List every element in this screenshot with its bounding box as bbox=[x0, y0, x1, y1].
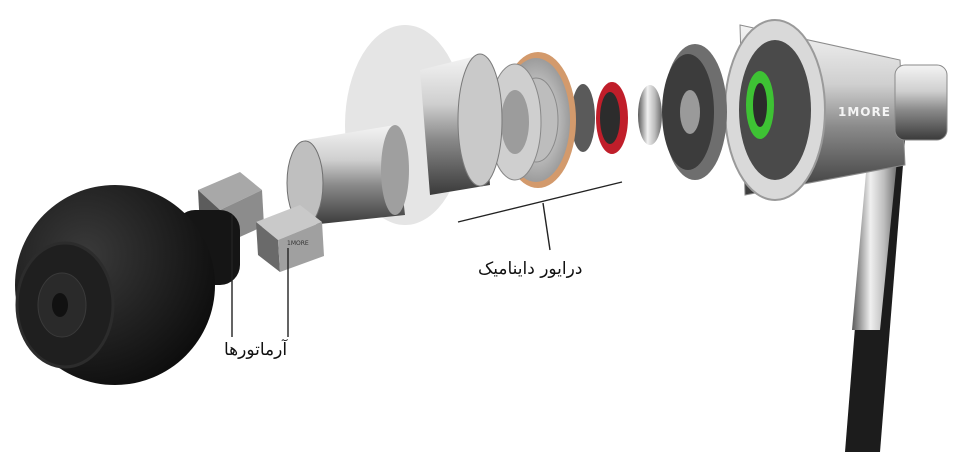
cable bbox=[845, 140, 905, 452]
armature-right: 1MORE bbox=[256, 205, 324, 272]
callout-lines bbox=[231, 181, 623, 337]
dynamic-driver-label: درایور داینامیک bbox=[478, 259, 583, 279]
nozzle-tube bbox=[286, 125, 409, 226]
earphone-housing bbox=[724, 19, 948, 201]
spacer-parts bbox=[571, 82, 662, 154]
eartip bbox=[15, 185, 240, 385]
back-cavity bbox=[662, 44, 727, 180]
svg-text:1MORE: 1MORE bbox=[287, 240, 309, 247]
dynamic-driver bbox=[488, 52, 576, 188]
brand-logo: 1MORE bbox=[838, 105, 891, 119]
armatures-label: آرماتورها bbox=[224, 340, 288, 360]
